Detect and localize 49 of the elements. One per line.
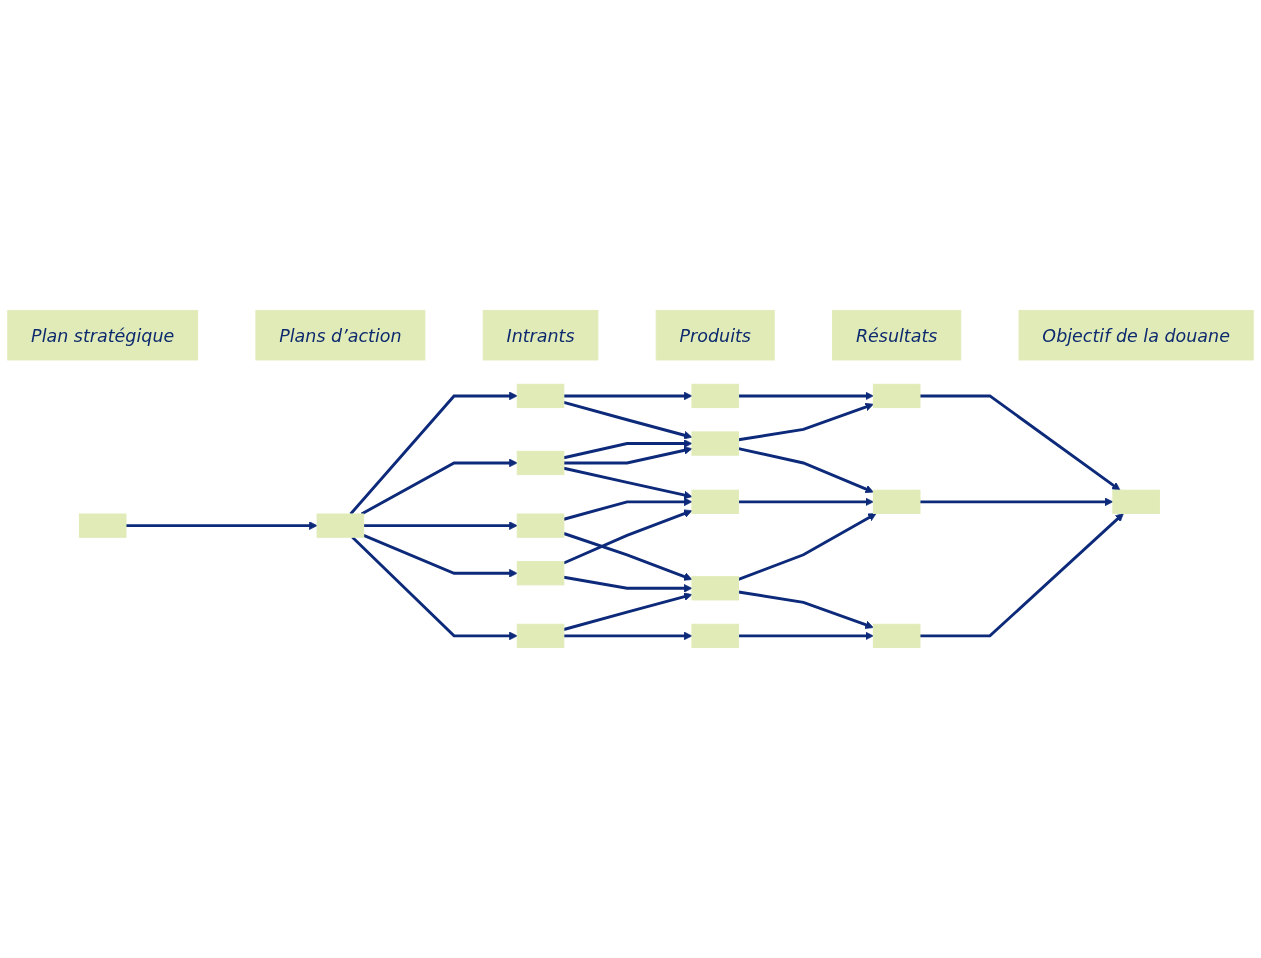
arrow xyxy=(563,391,693,401)
node-box xyxy=(1112,489,1160,514)
arrow xyxy=(920,497,1114,507)
arrow xyxy=(563,497,693,521)
node-box: Produits xyxy=(655,309,775,361)
node-box xyxy=(691,576,740,601)
arrow xyxy=(738,402,874,442)
arrow xyxy=(349,391,518,515)
arrow xyxy=(563,466,693,500)
node-box xyxy=(516,561,565,586)
arrow xyxy=(738,447,874,494)
node-box xyxy=(691,431,740,456)
arrow xyxy=(563,439,693,460)
arrow xyxy=(738,513,877,581)
node-box xyxy=(691,489,740,514)
node-box: Plans d’action xyxy=(255,309,426,361)
arrow xyxy=(738,391,874,401)
node-box xyxy=(516,513,565,538)
arrow xyxy=(563,592,693,631)
arrow xyxy=(563,509,693,565)
arrow xyxy=(738,590,874,629)
node-box xyxy=(872,489,921,514)
arrow xyxy=(738,631,874,641)
node-box xyxy=(516,450,565,476)
node-box: Plan stratégique xyxy=(7,309,199,361)
arrow xyxy=(563,446,693,465)
arrow xyxy=(363,521,518,530)
node-box xyxy=(691,383,740,409)
node-box xyxy=(872,383,921,409)
arrow xyxy=(351,536,518,641)
node-box: Résultats xyxy=(832,309,962,361)
node-box xyxy=(316,513,365,538)
node-box xyxy=(691,623,740,649)
arrow xyxy=(563,631,693,641)
arrow xyxy=(126,521,318,530)
arrow xyxy=(363,534,518,578)
arrow xyxy=(920,394,1121,491)
node-box xyxy=(872,623,921,649)
arrow xyxy=(563,532,693,581)
arrow xyxy=(360,458,518,516)
arrow xyxy=(920,513,1124,638)
node-box xyxy=(516,623,565,649)
arrow xyxy=(563,400,693,440)
node-box: Intrants xyxy=(482,309,599,361)
node-box xyxy=(78,513,127,538)
node-box: Objectif de la douane xyxy=(1018,309,1254,361)
arrow xyxy=(738,497,874,507)
node-box xyxy=(516,383,565,409)
arrow xyxy=(563,575,693,593)
